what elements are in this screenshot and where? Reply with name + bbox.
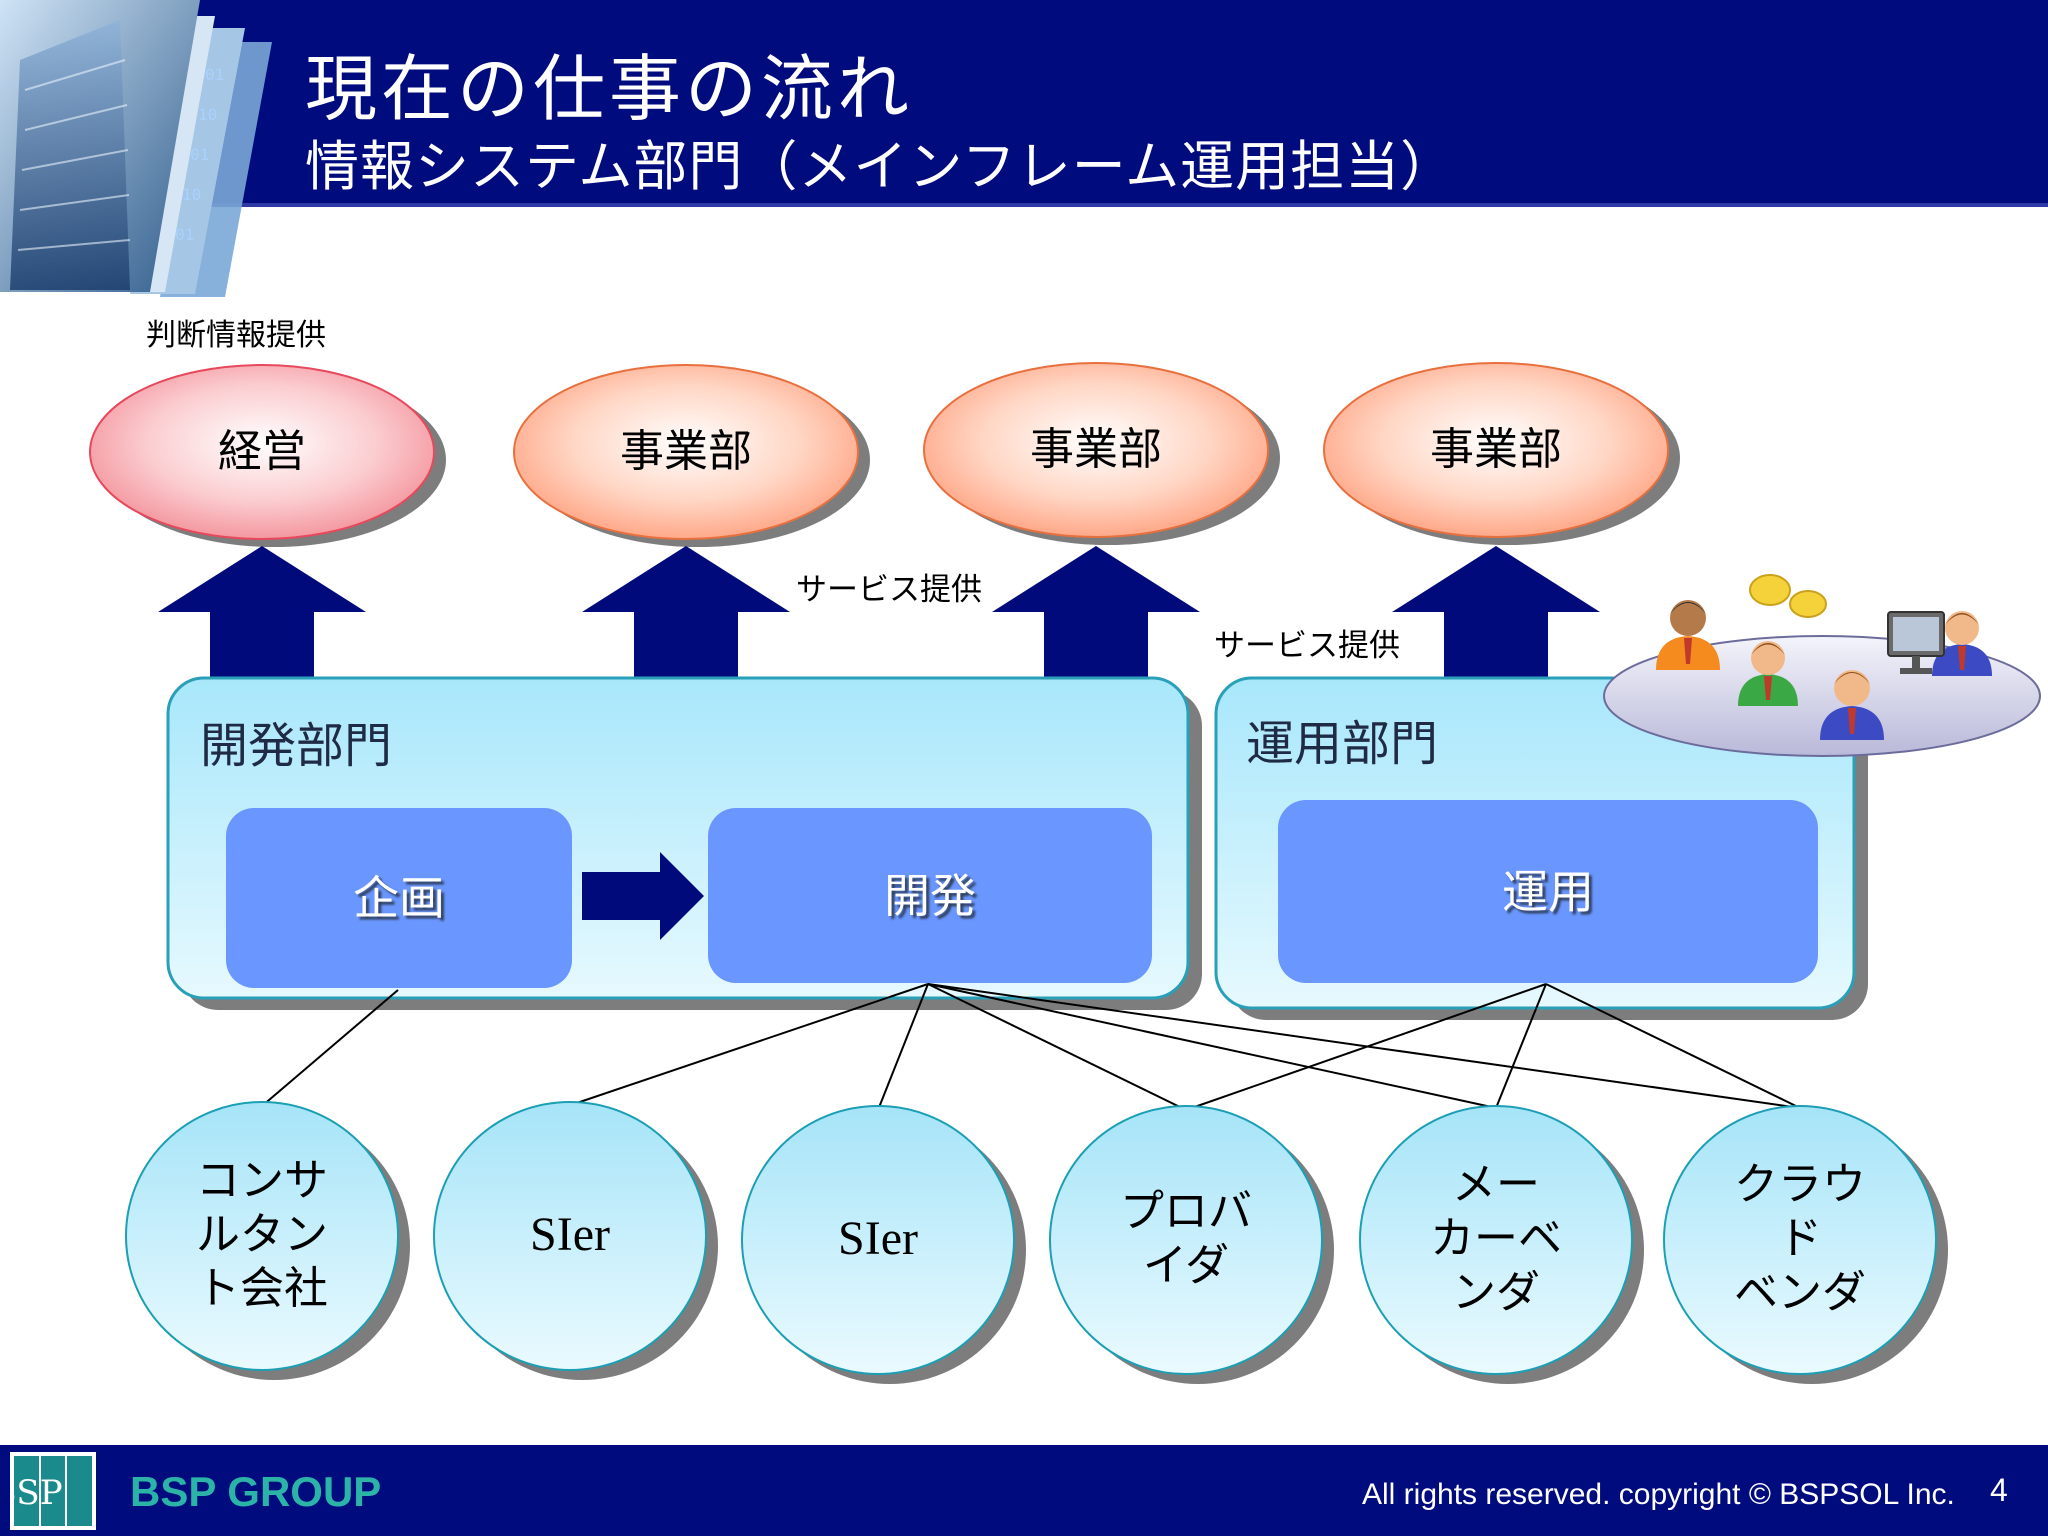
right-arrow [582, 852, 704, 940]
service-label-2: サービス提供 [1214, 628, 1400, 664]
connector-lines [261, 983, 1801, 1111]
up-arrow-2 [582, 546, 790, 682]
node-label-jigyobu-1: 事業部 [620, 426, 752, 477]
svg-text:01: 01 [175, 225, 194, 244]
page-number: 4 [1990, 1472, 2008, 1508]
svg-text:10: 10 [182, 185, 201, 204]
partner-sier-1 [433, 1101, 718, 1380]
operate-label: 運用 [1502, 864, 1594, 919]
develop-box [708, 808, 1152, 983]
service-label-1: サービス提供 [796, 572, 982, 608]
up-arrow-4 [1392, 546, 1600, 682]
footer-bar [0, 1445, 2048, 1536]
partner-label-sier-1: SIer [530, 1208, 610, 1261]
plan-label: 企画 [353, 871, 445, 925]
partner-label-cloud-vendor: クラウ ド ベンダ [1734, 1159, 1866, 1318]
svg-text:01: 01 [205, 65, 224, 84]
ops-dept-title: 運用部門 [1246, 716, 1439, 772]
footer-group-name: BSP GROUP [130, 1468, 382, 1515]
bsp-logo-icon: BSP [10, 1452, 96, 1530]
operate-box [1278, 800, 1818, 983]
partner-consulting [125, 1101, 410, 1380]
workflow-diagram [89, 362, 2041, 1384]
header-bar [0, 0, 2048, 203]
node-label-keiei: 経営 [218, 426, 306, 477]
up-arrow-1 [158, 546, 366, 682]
dev-dept-title: 開発部門 [200, 718, 393, 774]
node-label-jigyobu-2: 事業部 [1030, 424, 1162, 475]
partner-sier-2 [741, 1105, 1026, 1384]
node-keiei [89, 364, 446, 547]
node-jigyobu-2 [923, 362, 1280, 545]
partner-label-sier-2: SIer [838, 1212, 918, 1265]
node-label-jigyobu-3: 事業部 [1430, 424, 1562, 475]
partner-provider [1049, 1105, 1334, 1384]
decision-info-label: 判断情報提供 [146, 318, 326, 353]
partner-maker-vendor [1359, 1105, 1644, 1384]
team-people-icon [1603, 574, 2041, 757]
partner-cloud-vendor [1663, 1105, 1948, 1384]
building-photo-icon: 01 10 01 10 01 [0, 0, 272, 297]
logo-letter-b: BSP [10, 1473, 63, 1513]
plan-box [226, 808, 572, 988]
header-divider [0, 203, 2048, 207]
node-jigyobu-3 [1323, 362, 1680, 545]
svg-text:01: 01 [190, 145, 209, 164]
develop-label: 開発 [884, 868, 976, 923]
up-arrow-3 [992, 546, 1200, 682]
page-title: 現在の仕事の流れ [305, 47, 914, 131]
footer-copyright: All rights reserved. copyright © BSPSOL … [1362, 1478, 1955, 1511]
node-jigyobu-1 [513, 364, 870, 547]
svg-text:10: 10 [198, 105, 217, 124]
partner-label-consulting: コンサ ルタン ト会社 [196, 1155, 328, 1314]
partner-label-maker-vendor: メー カーベ ンダ [1430, 1159, 1562, 1318]
page-subtitle: 情報システム部門（メインフレーム運用担当） [305, 135, 1456, 198]
partner-label-provider: プロバ イダ [1120, 1186, 1252, 1291]
